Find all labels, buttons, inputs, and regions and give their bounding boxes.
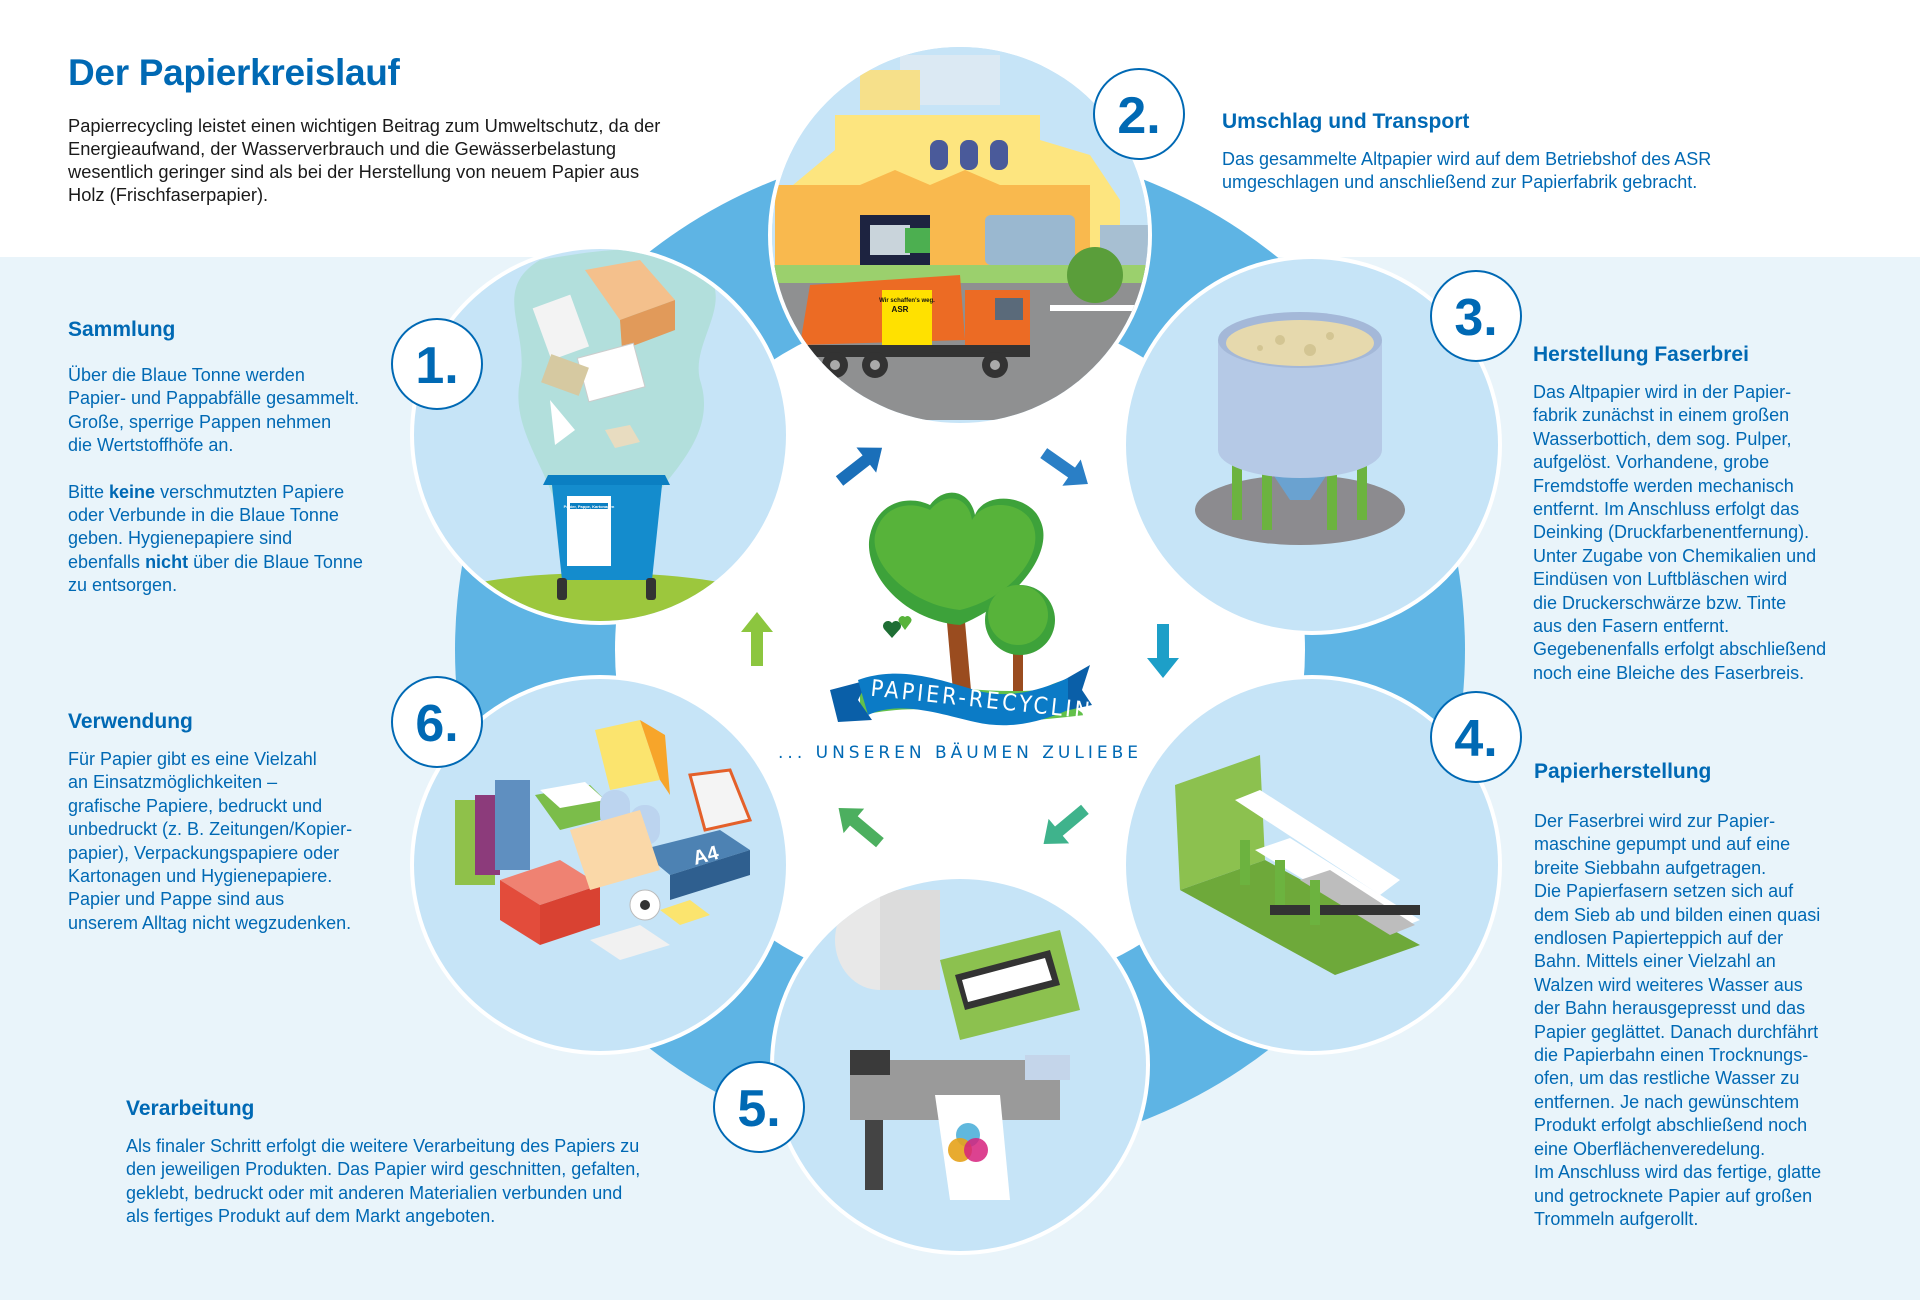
- description-line: papier), Verpackungspapiere oder: [68, 842, 340, 863]
- step-2-title: Umschlag und Transport: [1222, 110, 1470, 133]
- description-line: Papier geglättet. Danach durchfährt: [1534, 1021, 1819, 1042]
- description-line: Für Papier gibt es eine Vielzahl: [68, 749, 317, 769]
- arrow-step-1-to-2: [835, 447, 883, 486]
- description-line: aufgelöst. Vorhandene, grobe: [1533, 452, 1770, 473]
- step-5-text: Verarbeitung Als finaler Schritt erfolgt…: [126, 1097, 716, 1229]
- description-line: fabrik zunächst in einem großen: [1533, 405, 1790, 426]
- step-1-title: Sammlung: [68, 318, 176, 341]
- step-4-description: Der Faserbrei wird zur Papier-maschine g…: [1534, 810, 1914, 1231]
- illustration-roll-printer: [835, 890, 1080, 1200]
- emphasis-nicht: nicht: [145, 551, 189, 572]
- description-line: entfernen. Je nach gewünschtem: [1534, 1091, 1800, 1112]
- step-3-title: Herstellung Faserbrei: [1533, 343, 1749, 366]
- step-2-description: Das gesammelte Altpapier wird auf dem Be…: [1222, 149, 1712, 193]
- description-line: eine Oberflächenveredelung.: [1534, 1138, 1766, 1159]
- step-3-number: 3.: [1454, 289, 1497, 347]
- step-5-description: Als finaler Schritt erfolgt die weitere …: [126, 1135, 716, 1229]
- description-line: endlosen Papierteppich auf der: [1534, 928, 1784, 949]
- step-1-number: 1.: [415, 337, 458, 395]
- step-4-text: Papierherstellung Der Faserbrei wird zur…: [1534, 760, 1914, 1231]
- illustration-paper-products: A4: [455, 720, 753, 960]
- description-line: Walzen wird weiteres Wasser aus: [1534, 974, 1803, 995]
- description-line: an Einsatzmöglichkeiten –: [68, 772, 278, 793]
- step-1-text: Sammlung Über die Blaue Tonne werden Pap…: [68, 318, 398, 598]
- arrow-step-6-to-1: [741, 612, 773, 666]
- description-line: Der Faserbrei wird zur Papier-: [1534, 811, 1776, 831]
- step-2-text: Umschlag und Transport Das gesammelte Al…: [1222, 110, 1862, 195]
- arrow-step-3-to-4: [1147, 624, 1179, 678]
- step-6-text: Verwendung Für Papier gibt es eine Vielz…: [68, 710, 408, 935]
- description-line: Bahn. Mittels einer Vielzahl an: [1534, 951, 1776, 972]
- step-badge-4: 4.: [1430, 691, 1522, 783]
- step-1-paragraph-2: Bitte keine verschmutzten Papiere oder V…: [68, 481, 363, 596]
- description-line: Produkt erfolgt abschließend noch: [1534, 1115, 1808, 1136]
- illustration-blue-bin: Papier, Pappe, Kartonagen: [430, 249, 770, 621]
- description-line: Deinking (Druckfarbenentfernung).: [1533, 522, 1810, 543]
- illustration-pulper: [1195, 312, 1405, 545]
- illustration-depot-truck: Wir schaffen's weg. ASR: [772, 47, 1148, 420]
- description-line: Wasserbottich, dem sog. Pulper,: [1533, 428, 1792, 449]
- description-line: Im Anschluss wird das fertige, glatte: [1534, 1162, 1822, 1183]
- description-line: der Bahn herausgepresst und das: [1534, 998, 1806, 1019]
- description-line: Gegebenenfalls erfolgt abschließend: [1533, 639, 1827, 660]
- step-4-title: Papierherstellung: [1534, 760, 1712, 783]
- arrow-step-2-to-3: [1040, 448, 1088, 486]
- description-line: Fremdstoffe werden mechanisch: [1533, 475, 1794, 496]
- description-line: Kartonagen und Hygienepapiere.: [68, 866, 333, 887]
- description-line: Trommeln aufgerollt.: [1534, 1208, 1699, 1229]
- center-logo: PAPIER-RECYCLING ... UNSEREN BÄUMEN ZULI…: [778, 492, 1142, 763]
- description-line: aus den Fasern entfernt.: [1533, 616, 1730, 637]
- description-line: die Papierbahn einen Trocknungs-: [1534, 1045, 1809, 1066]
- truck-sign-slogan: Wir schaffen's weg.: [879, 298, 935, 304]
- step-badge-1: 1.: [391, 318, 483, 410]
- description-line: unbedruckt (z. B. Zeitungen/Kopier-: [68, 819, 353, 840]
- step-badge-6: 6.: [391, 676, 483, 768]
- step-5-number: 5.: [737, 1080, 780, 1138]
- description-line: noch eine Bleiche des Faserbreis.: [1533, 662, 1805, 683]
- description-line: Unter Zugabe von Chemikalien und: [1533, 545, 1817, 566]
- description-line: breite Siebbahn aufgetragen.: [1534, 857, 1767, 878]
- description-line: geklebt, bedruckt oder mit anderen Mater…: [126, 1182, 623, 1203]
- description-line: dem Sieb ab und bilden einen quasi: [1534, 904, 1821, 925]
- description-line: grafische Papiere, bedruckt und: [68, 795, 323, 816]
- step-6-description: Für Papier gibt es eine Vielzahl an Einsa…: [68, 748, 408, 935]
- description-line: ofen, um das restliche Wasser zu: [1534, 1068, 1800, 1089]
- description-line: Eindüsen von Luftbläschen wird: [1533, 569, 1788, 590]
- step-6-number: 6.: [415, 695, 458, 753]
- description-line: Die Papierfasern setzen sich auf: [1534, 881, 1794, 902]
- step-badge-5: 5.: [713, 1061, 805, 1153]
- step-3-text: Herstellung Faserbrei Das Altpapier wird…: [1533, 343, 1913, 685]
- intro-text: Papierrecycling leistet einen wichtigen …: [68, 115, 661, 205]
- step-4-number: 4.: [1454, 710, 1497, 768]
- description-line: Als finaler Schritt erfolgt die weitere …: [126, 1136, 640, 1156]
- bin-label: Papier, Pappe, Kartonagen: [564, 504, 615, 509]
- step-1-paragraph-1: Über die Blaue Tonne werden Papier- und …: [68, 365, 360, 456]
- truck-sign-asr: ASR: [892, 305, 909, 314]
- description-line: den jeweiligen Produkten. Das Papier wir…: [126, 1159, 641, 1180]
- description-line: Papier und Pappe sind aus: [68, 889, 285, 910]
- arrow-step-5-to-6: [838, 808, 884, 848]
- step-3-description: Das Altpapier wird in der Papier-fabrik …: [1533, 381, 1913, 685]
- description-line: und getrocknete Papier auf großen: [1534, 1185, 1813, 1206]
- description-line: entfernt. Im Anschluss erfolgt das: [1533, 499, 1800, 520]
- description-line: als fertiges Produkt auf dem Markt angeb…: [126, 1206, 496, 1227]
- description-line: maschine gepumpt und auf eine: [1534, 834, 1791, 855]
- step-badge-2: 2.: [1093, 68, 1185, 160]
- emphasis-keine: keine: [109, 481, 156, 502]
- page-title: Der Papierkreislauf: [68, 52, 400, 93]
- logo-tagline: ... UNSEREN BÄUMEN ZULIEBE: [778, 742, 1142, 763]
- description-line: unserem Alltag nicht wegzudenken.: [68, 912, 352, 933]
- illustration-paper-machine: [1175, 755, 1420, 975]
- description-line: die Druckerschwärze bzw. Tinte: [1533, 592, 1787, 613]
- step-2-number: 2.: [1117, 87, 1160, 145]
- step-5-title: Verarbeitung: [126, 1097, 255, 1120]
- description-line: Das Altpapier wird in der Papier-: [1533, 382, 1792, 402]
- arrow-step-4-to-5: [1043, 804, 1089, 844]
- step-6-title: Verwendung: [68, 710, 193, 733]
- cycle-arrows: [741, 447, 1179, 848]
- step-badge-3: 3.: [1430, 270, 1522, 362]
